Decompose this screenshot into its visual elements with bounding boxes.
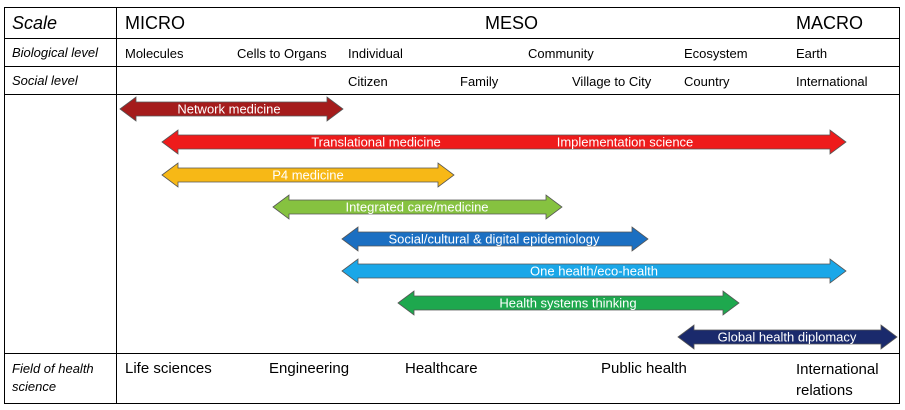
divider-arrows — [4, 353, 900, 354]
scale-micro: MICRO — [125, 13, 185, 33]
social-citizen: Citizen — [348, 74, 388, 89]
biological-row-label: Biological level — [12, 45, 98, 60]
integrated-care-arrow — [272, 194, 563, 220]
bio-cells-to-organs: Cells to Organs — [237, 46, 327, 61]
field-engineering: Engineering — [269, 360, 350, 377]
field-international-relations: International relations — [796, 361, 879, 399]
social-country: Country — [684, 74, 730, 89]
label-column-divider — [116, 7, 117, 404]
divider-social — [4, 94, 900, 95]
network-medicine-label: Network medicine — [177, 102, 280, 117]
translational-medicine-label-1: Translational medicine — [311, 135, 441, 150]
scale-row-label: Scale — [12, 13, 58, 33]
social-international: International — [796, 74, 868, 89]
diagram-frame — [4, 7, 900, 404]
social-row-label: Social level — [12, 73, 78, 88]
health-systems-arrow — [397, 290, 740, 316]
scale-meso: MESO — [485, 13, 539, 33]
social-family: Family — [460, 74, 499, 89]
bio-earth: Earth — [796, 46, 828, 61]
bio-individual: Individual — [348, 46, 403, 61]
translational-medicine-arrow — [161, 129, 847, 155]
social-village-to-city: Village to City — [572, 74, 652, 89]
field-life-sciences: Life sciences — [125, 360, 212, 377]
integrated-care-label: Integrated care/medicine — [345, 200, 488, 215]
p4-medicine-arrow — [161, 162, 455, 188]
global-health-diplomacy-label: Global health diplomacy — [718, 330, 857, 345]
field-row-label: Field of health science — [12, 361, 94, 394]
social-epidemiology-arrow — [341, 226, 649, 252]
one-health-arrow — [341, 258, 847, 284]
translational-medicine-label-2: Implementation science — [557, 135, 694, 150]
network-medicine-arrow — [119, 96, 344, 122]
bio-molecules: Molecules — [125, 46, 184, 61]
bio-ecosystem: Ecosystem — [684, 46, 748, 61]
global-health-diplomacy-arrow — [677, 324, 898, 350]
health-systems-label: Health systems thinking — [499, 296, 636, 311]
divider-biological — [4, 66, 900, 67]
p4-medicine-label: P4 medicine — [272, 168, 344, 183]
social-epidemiology-label: Social/cultural & digital epidemiology — [388, 232, 600, 247]
divider-scale — [4, 38, 900, 39]
field-public-health: Public health — [601, 360, 687, 377]
field-healthcare: Healthcare — [405, 360, 478, 377]
bio-community: Community — [528, 46, 594, 61]
scale-macro: MACRO — [796, 13, 863, 33]
one-health-label: One health/eco-health — [530, 264, 658, 279]
